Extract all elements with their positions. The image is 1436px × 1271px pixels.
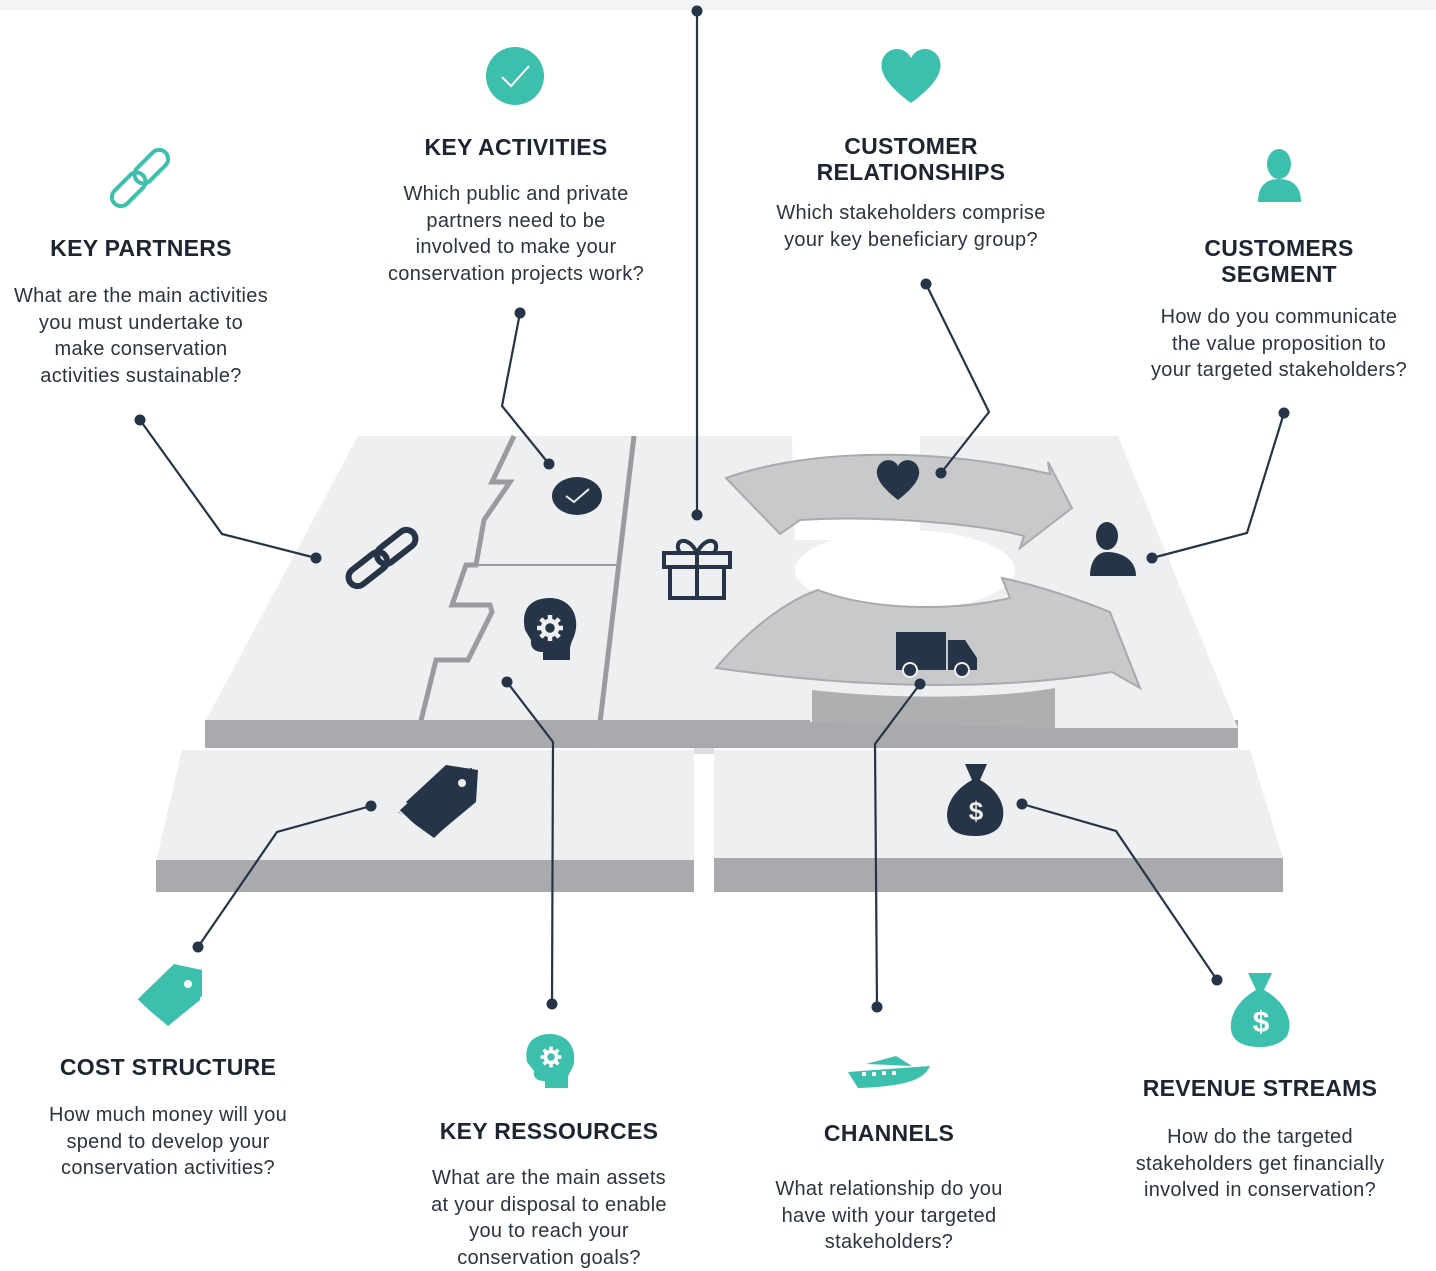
key-activities-text: conservation projects work? <box>388 262 644 285</box>
link-icon <box>109 147 171 209</box>
channel-arrow-base <box>812 688 1055 728</box>
key-partners-text: activities sustainable? <box>40 364 242 387</box>
truck-icon <box>896 632 977 678</box>
connector-key-resources <box>506 681 555 1005</box>
key-activities-text: involved to make your <box>415 236 617 258</box>
check-circle-icon <box>486 47 544 105</box>
key-resources-block: KEY RESSOURCES What are the main assets … <box>404 1118 694 1271</box>
revenue-streams-text: stakeholders get financially <box>1135 1152 1385 1175</box>
channels-text: have with your targeted <box>781 1204 997 1227</box>
gift-icon <box>662 539 732 600</box>
customer-relationships-text: your key beneficiary group? <box>784 228 1038 251</box>
svg-text:$: $ <box>969 796 984 826</box>
channels-text: What relationship do you <box>775 1178 1003 1200</box>
cost-structure-text: conservation activities? <box>61 1157 275 1179</box>
customers-segment-text: the value proposition to <box>1171 332 1386 355</box>
connector-customer-relationships <box>925 283 991 474</box>
head-gear-icon <box>524 598 577 660</box>
customer-relationships-title: CUSTOMER RELATIONSHIPS <box>756 133 1066 185</box>
money-bag-icon: $ <box>947 764 1004 836</box>
check-circle-icon <box>552 477 602 515</box>
customers-segment-title: CUSTOMERS SEGMENT <box>1128 235 1430 287</box>
title-line: SEGMENT <box>1221 261 1337 287</box>
key-activities-title: KEY ACTIVITIES <box>424 134 608 160</box>
title-line: RELATIONSHIPS <box>816 159 1006 185</box>
connector-lines <box>139 11 1286 1008</box>
revenue-streams-text: How do the targeted <box>1167 1126 1353 1148</box>
board-gap <box>694 748 714 754</box>
customers-segment-text: How do you communicate <box>1160 306 1398 328</box>
head-gear-icon <box>526 1034 575 1088</box>
key-partners-text: make conservation <box>54 338 228 360</box>
board-revenue-side <box>714 858 1283 892</box>
key-partners-text: you must undertake to <box>38 311 244 334</box>
board-center-hole <box>795 530 1015 610</box>
board <box>156 434 1283 892</box>
boat-icon <box>848 1056 930 1088</box>
board-cost-side <box>156 860 694 892</box>
cost-structure-title: COST STRUCTURE <box>59 1054 277 1080</box>
revenue-streams-text: involved in conservation? <box>1143 1179 1377 1201</box>
key-activities-text: partners need to be <box>426 209 606 232</box>
revenue-streams-block: REVENUE STREAMS How do the targeted stak… <box>1110 1075 1410 1204</box>
channels-block: CHANNELS What relationship do you have w… <box>744 1120 1034 1256</box>
key-resources-text: at your disposal to enable <box>431 1193 667 1216</box>
value-prop-divider <box>594 435 637 749</box>
customer-relationships-block: CUSTOMER RELATIONSHIPS Which stakeholder… <box>756 133 1066 253</box>
board-upper-front-right <box>1055 728 1238 748</box>
price-tag-icon <box>133 964 202 1029</box>
cost-structure-block: COST STRUCTURE How much money will you s… <box>28 1054 308 1182</box>
link-icon <box>345 526 419 590</box>
key-resources-text: What are the main assets <box>432 1167 666 1189</box>
connector-revenue-streams <box>1021 802 1218 981</box>
connector-channels <box>873 683 921 1008</box>
person-icon <box>1258 149 1301 202</box>
heart-icon <box>876 460 920 500</box>
connector-key-activities <box>500 312 550 465</box>
svg-text:$: $ <box>1253 1006 1270 1039</box>
title-line: CUSTOMER <box>844 133 978 159</box>
cost-structure-text: How much money will you <box>48 1104 288 1126</box>
connector-dots <box>134 5 1290 1013</box>
money-bag-icon: $ <box>1230 973 1290 1047</box>
title-line: CUSTOMERS <box>1204 235 1354 261</box>
key-partners-block: KEY PARTNERS What are the main activitie… <box>0 235 282 389</box>
price-tag-icon <box>395 765 478 841</box>
customer-relationships-text: Which stakeholders comprise <box>776 202 1046 224</box>
board-upper-front-left <box>205 720 810 748</box>
key-resources-text: conservation goals? <box>457 1246 641 1269</box>
revenue-streams-title: REVENUE STREAMS <box>1142 1075 1378 1101</box>
key-partners-divider <box>412 434 517 746</box>
key-partners-text: What are the main activities <box>13 285 269 307</box>
key-resources-title: KEY RESSOURCES <box>439 1118 659 1144</box>
channels-text: stakeholders? <box>824 1231 954 1253</box>
customers-segment-text: your targeted stakeholders? <box>1150 359 1408 381</box>
connector-customers-segment <box>1151 412 1286 560</box>
board-upper-top <box>205 436 1238 728</box>
customers-segment-block: CUSTOMERS SEGMENT How do you communicate… <box>1128 235 1430 384</box>
relationship-arrow <box>724 453 1074 551</box>
cost-structure-text: spend to develop your <box>66 1130 270 1153</box>
connector-cost-structure <box>197 804 372 948</box>
top-strip <box>0 0 1436 10</box>
key-activities-text: Which public and private <box>403 183 629 205</box>
person-icon <box>1090 522 1136 576</box>
heart-icon <box>881 49 941 103</box>
connector-key-partners <box>139 419 317 560</box>
key-resources-text: you to reach your <box>469 1220 629 1242</box>
key-activities-block: KEY ACTIVITIES Which public and private … <box>366 134 666 287</box>
key-partners-title: KEY PARTNERS <box>50 235 232 261</box>
channels-title: CHANNELS <box>823 1120 955 1146</box>
